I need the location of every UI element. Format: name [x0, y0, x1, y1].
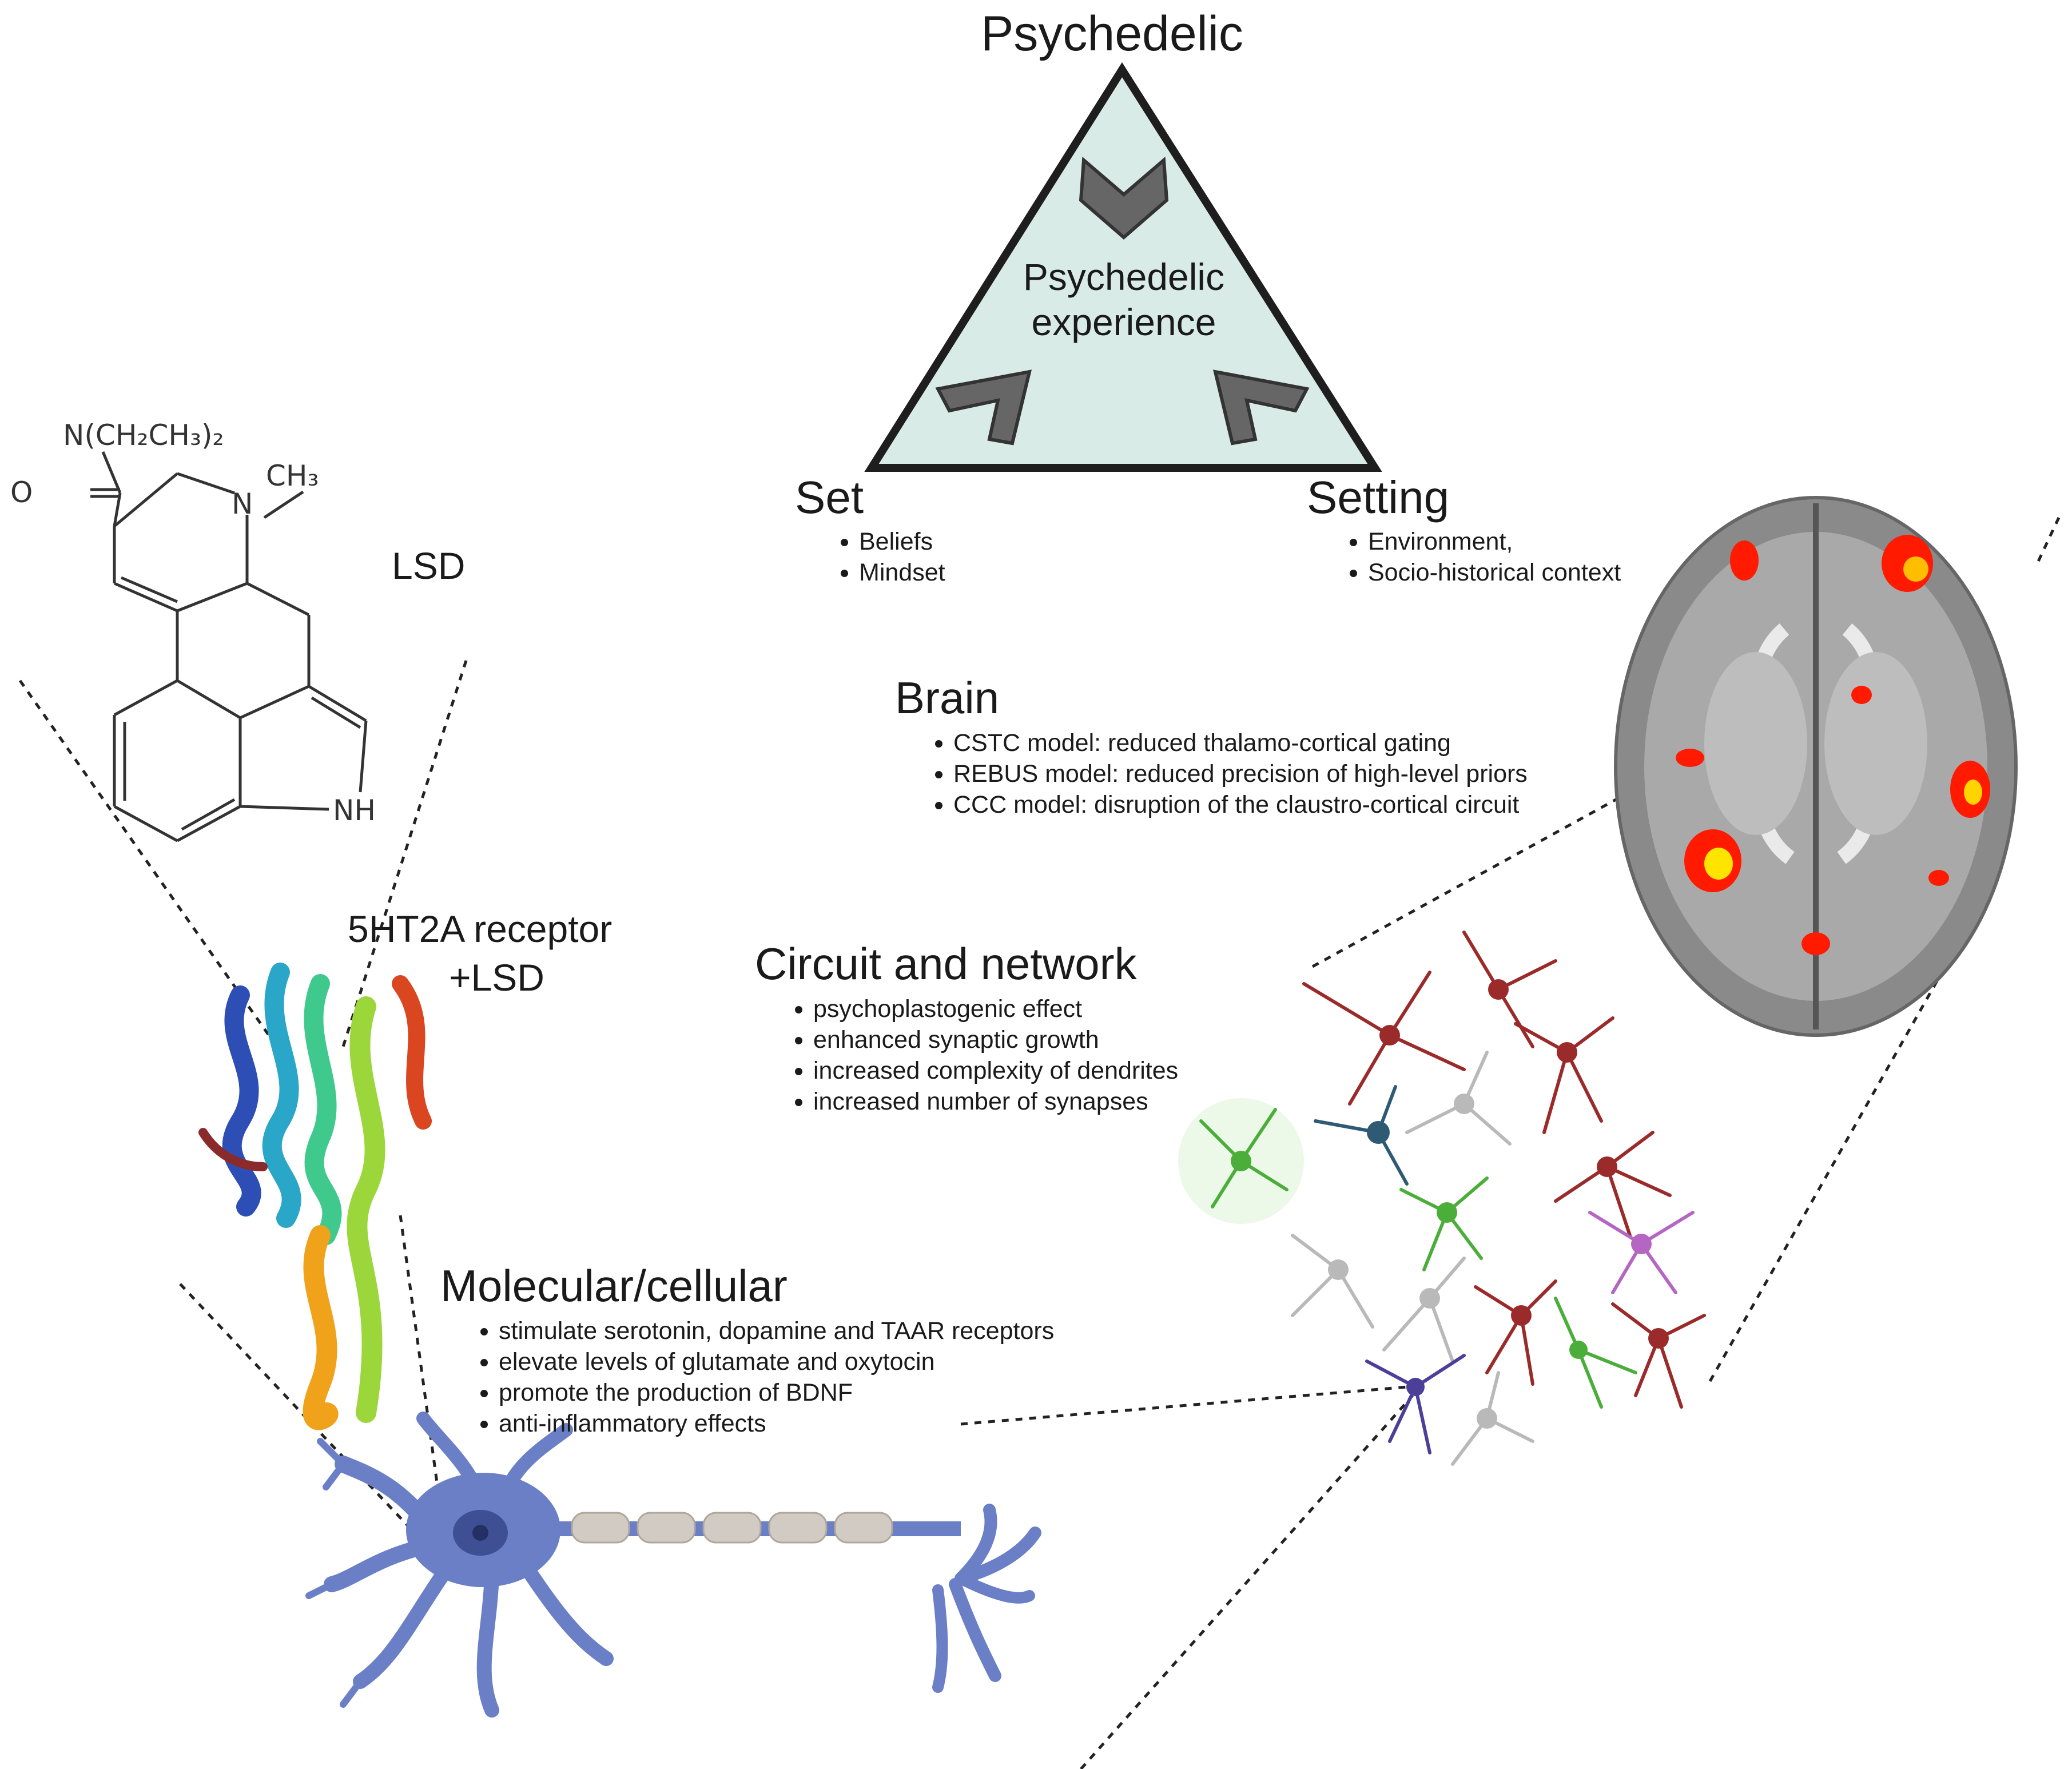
molecular-item: stimulate serotonin, dopamine and TAAR r… [499, 1315, 1054, 1346]
circuit-item: increased number of synapses [813, 1086, 1178, 1117]
setting-item: Socio-historical context [1368, 557, 1621, 588]
set-list: Beliefs Mindset [824, 526, 945, 588]
lsd-molecule-drawing [90, 451, 368, 842]
neural-network-drawing [1178, 931, 1706, 1466]
setting-title: Setting [1307, 472, 1450, 523]
receptor-label-line1: 5HT2A receptor [348, 908, 613, 950]
arrow-left-icon [1213, 369, 1310, 446]
brain-title: Brain [895, 673, 1000, 723]
brain-item: REBUS model: reduced precision of high-l… [953, 758, 1528, 789]
brain-item: CSTC model: reduced thalamo-cortical gat… [953, 728, 1528, 758]
molecular-title: Molecular/cellular [440, 1261, 788, 1311]
lsd-n-methyl: N [232, 487, 253, 520]
set-item: Beliefs [859, 526, 945, 557]
receptor-label-line2: +LSD [449, 956, 544, 999]
triangle-center-text: Psychedelic experience [1007, 255, 1241, 345]
triangle-top-label: Psychedelic [981, 6, 1243, 61]
circuit-item: enhanced synaptic growth [813, 1024, 1178, 1055]
set-title: Set [795, 472, 864, 523]
zoom-line [1311, 793, 1625, 968]
molecular-item: elevate levels of glutamate and oxytocin [499, 1346, 1054, 1377]
zoom-line [2034, 516, 2061, 567]
zoom-line [1080, 1394, 1414, 1769]
circuit-list: psychoplastogenic effect enhanced synapt… [778, 993, 1178, 1117]
lsd-oxygen: O [10, 476, 33, 509]
lsd-amide-group: N(CH₂CH₃)₂ [63, 419, 224, 452]
setting-item: Environment, [1368, 526, 1621, 557]
neuron-drawing [305, 1412, 1041, 1718]
brain-item: CCC model: disruption of the claustro-co… [953, 789, 1528, 820]
brain-slice-drawing [1614, 496, 2018, 1037]
arrow-right-icon [935, 369, 1032, 446]
zoom-line [960, 1385, 1407, 1426]
lsd-methyl: CH₃ [266, 459, 319, 492]
set-item: Mindset [859, 557, 945, 588]
circuit-title: Circuit and network [755, 939, 1137, 989]
molecular-item: promote the production of BDNF [499, 1377, 1054, 1408]
activation-blob [1676, 535, 1990, 955]
circuit-item: increased complexity of dendrites [813, 1055, 1178, 1086]
receptor-structure-drawing [198, 963, 432, 1430]
zoom-line [399, 1215, 451, 1571]
brain-list: CSTC model: reduced thalamo-cortical gat… [918, 728, 1528, 820]
zoom-line [18, 679, 271, 1036]
triangle-shape [864, 62, 1382, 472]
lsd-indole-nh: NH [333, 794, 376, 827]
molecular-item: anti-inflammatory effects [499, 1408, 1054, 1439]
triangle-diagram [864, 62, 1382, 472]
arrow-down-icon [1079, 156, 1169, 240]
lsd-label: LSD [392, 544, 466, 587]
setting-list: Environment, Socio-historical context [1333, 526, 1621, 588]
molecular-list: stimulate serotonin, dopamine and TAAR r… [463, 1315, 1054, 1439]
triangle-center-line2: experience [1031, 301, 1216, 344]
triangle-center-line1: Psychedelic [1023, 256, 1225, 298]
circuit-item: psychoplastogenic effect [813, 993, 1178, 1024]
